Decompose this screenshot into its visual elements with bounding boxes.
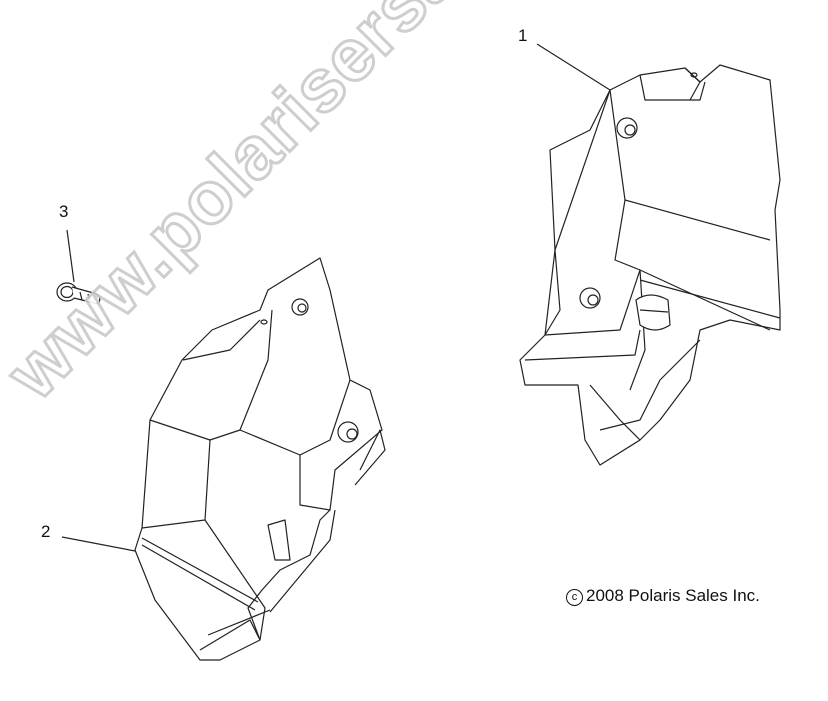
callout-3: 3 xyxy=(59,202,69,221)
callout-1: 1 xyxy=(518,26,528,45)
leader-line-2 xyxy=(61,536,136,552)
bolt-part xyxy=(56,282,101,305)
leader-line-1 xyxy=(536,43,611,91)
leader-line-3 xyxy=(66,229,75,283)
left-housing-part xyxy=(134,257,386,661)
copyright-icon: c xyxy=(566,589,583,606)
copyright-text: 2008 Polaris Sales Inc. xyxy=(586,586,760,605)
right-housing-part xyxy=(519,64,781,466)
callout-2: 2 xyxy=(41,522,51,541)
